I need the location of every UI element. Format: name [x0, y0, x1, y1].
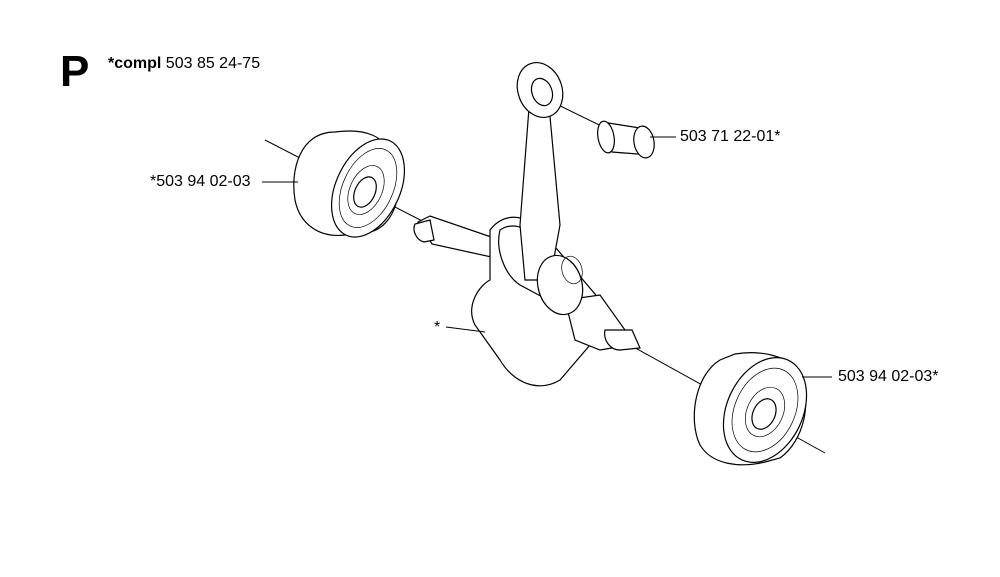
leader-crankshaft	[445, 326, 486, 333]
callout-crankshaft: *	[434, 319, 441, 336]
needle-bearing	[597, 120, 655, 159]
section-letter: P	[60, 47, 90, 96]
left-ball-bearing	[293, 130, 405, 238]
title-prefix: *compl	[108, 55, 162, 72]
callout-needle-bearing: 503 71 22-01*	[680, 128, 781, 145]
title-part-number: 503 85 24-75	[165, 55, 261, 72]
crankshaft	[413, 62, 641, 387]
callout-bearing-right: 503 94 02-03*	[838, 368, 939, 385]
assembly-title: *compl 503 85 24-75	[108, 55, 260, 73]
right-ball-bearing	[693, 352, 808, 466]
callout-bearing-left: *503 94 02-03	[150, 173, 251, 190]
